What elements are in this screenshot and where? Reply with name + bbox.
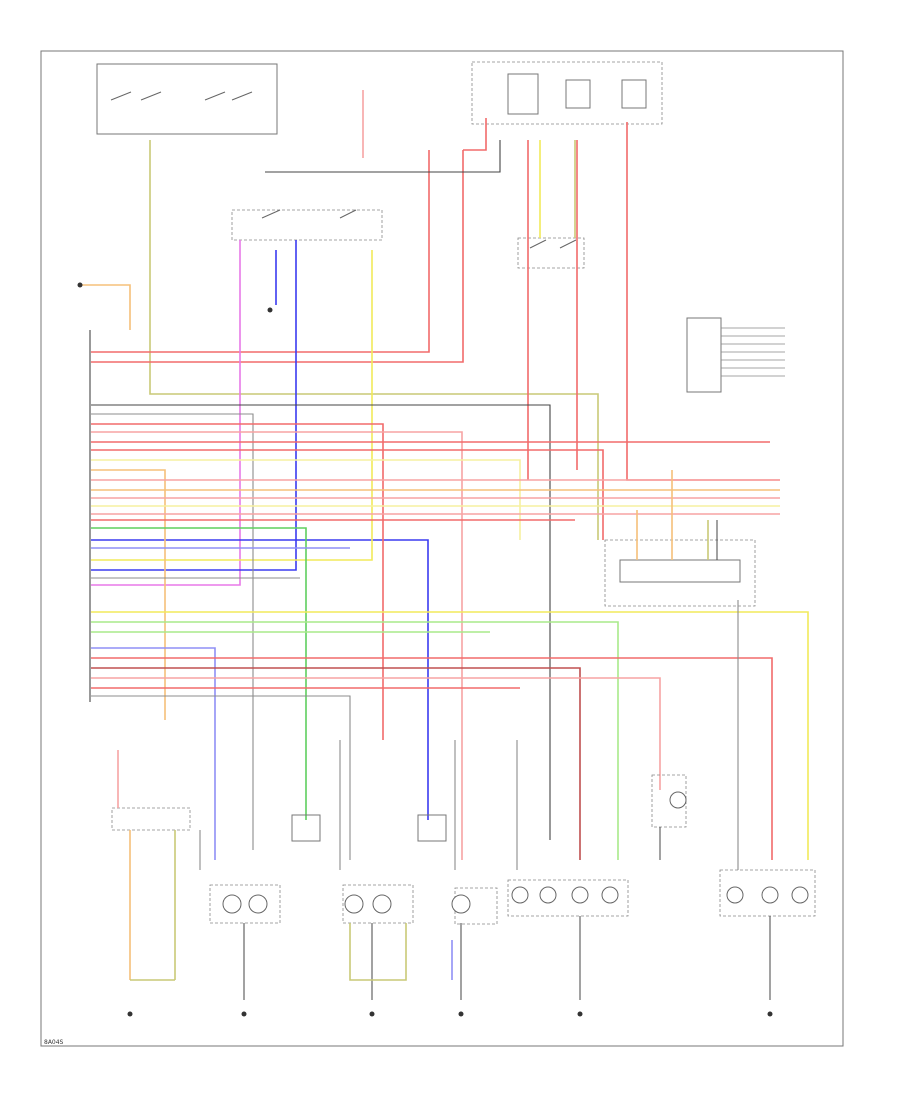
top-wires	[80, 90, 780, 820]
hot-at-all-times-fuse-box	[96, 63, 278, 135]
fuse-box-left	[96, 63, 278, 135]
bus-wires	[91, 404, 780, 860]
ground-point	[369, 1011, 375, 1017]
right-headlight	[342, 884, 414, 1000]
left-tail-lamp	[507, 879, 629, 1000]
light-control-module	[604, 470, 756, 607]
ground-point	[267, 307, 273, 313]
legend-wires	[721, 327, 785, 377]
ground-point	[577, 1011, 583, 1017]
right-tail-lamp	[719, 869, 816, 1000]
ground-point	[241, 1011, 247, 1017]
diagram-code: 8A04S	[44, 1039, 64, 1046]
ground-point	[127, 1011, 133, 1017]
fuse-box-right	[471, 61, 663, 125]
central-fuse-box	[471, 61, 663, 125]
ground-symbols	[77, 282, 773, 1017]
misc-wires	[199, 600, 739, 870]
left-headlight	[209, 884, 281, 1000]
left-headlight-high-bulb	[248, 894, 268, 914]
dimmer-flash-switch	[111, 750, 191, 981]
license-lamp	[451, 887, 498, 1000]
diagram-frame	[40, 50, 844, 1047]
headlight-switch	[231, 209, 383, 241]
license-lamp-bulb	[451, 894, 471, 914]
right-headlight-relay	[417, 814, 447, 842]
ground-point	[77, 282, 83, 288]
connector-legend-box	[686, 317, 722, 393]
lamp-control-module-connector	[89, 330, 91, 702]
right-headlight-high-bulb	[372, 894, 392, 914]
left-headlight-low-bulb	[222, 894, 242, 914]
left-headlight-relay	[291, 814, 321, 842]
ground-point	[767, 1011, 773, 1017]
ground-point	[458, 1011, 464, 1017]
dimmer-switch	[517, 237, 585, 269]
lower-bus-wires	[91, 611, 809, 860]
high-mount-brake-lamp	[651, 774, 687, 860]
right-headlight-low-bulb	[344, 894, 364, 914]
